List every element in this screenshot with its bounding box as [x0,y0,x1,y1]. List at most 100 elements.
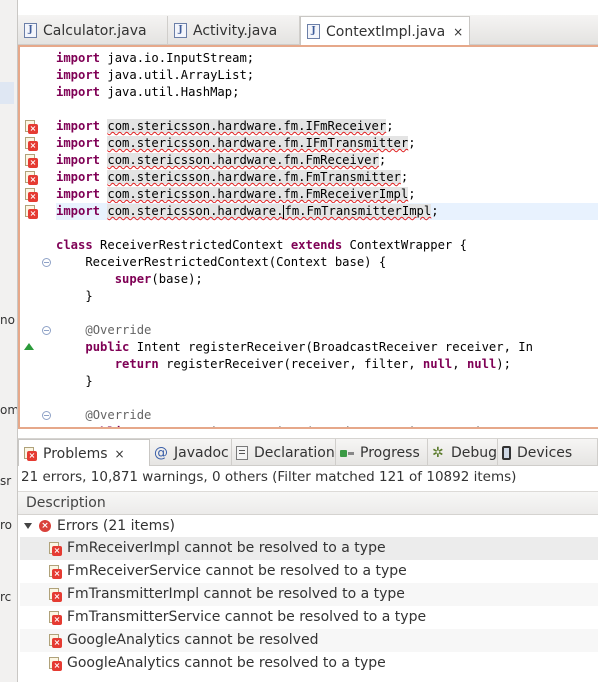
view-tab-devices[interactable]: Devices [498,439,598,467]
code-keyword: import [56,187,101,201]
problem-row[interactable]: ×GoogleAnalytics cannot be resolved [20,629,598,652]
problems-view: 21 errors, 10,871 warnings, 0 others (Fi… [18,466,598,682]
code-line[interactable]: import com.stericsson.hardware.fm.FmRece… [56,152,598,169]
fold-collapse-icon[interactable] [42,411,51,420]
error-marker-icon[interactable]: × [24,188,38,202]
code-line[interactable]: super(base); [56,271,598,288]
view-tab-javadoc[interactable]: @Javadoc [150,439,232,467]
code-line[interactable]: } [56,373,598,390]
error-marker-icon: × [48,564,62,579]
code-token: java.util.HashMap; [100,85,240,99]
view-tab-progress[interactable]: Progress [336,439,428,467]
code-token: ReceiverRestrictedContext [92,238,291,252]
device-icon [502,446,511,460]
view-tab-problems[interactable]: ×Problems× [18,439,150,467]
expand-triangle-icon[interactable] [24,523,32,529]
left-panel-fragment: no [0,313,15,327]
code-keyword: null [466,357,497,371]
code-editor[interactable]: ×××××× import java.io.InputStream;import… [18,45,598,429]
description-column-header[interactable]: Description [18,491,598,515]
left-panel-fragment: om [0,403,18,417]
tab-contextimpl-java[interactable]: J ContextImpl.java × [300,16,470,46]
error-marker-icon[interactable]: × [24,120,38,134]
view-tab-debug[interactable]: ✲ Debug [428,439,498,467]
code-line[interactable]: import com.stericsson.hardware.fm.FmTran… [56,203,598,220]
code-keyword: import [56,68,101,82]
code-line[interactable]: import java.util.HashMap; [56,84,598,101]
problem-row[interactable]: ×GoogleAnalytics cannot be resolved to a… [20,652,598,675]
close-icon[interactable]: × [114,446,125,461]
code-token: ReceiverRestrictedContext(Context base) … [56,255,387,269]
code-line[interactable]: @Override [56,322,598,339]
code-line[interactable] [56,220,598,237]
progress-icon [340,446,354,460]
code-line[interactable] [56,305,598,322]
close-icon[interactable]: × [453,24,464,39]
fold-collapse-icon[interactable] [42,258,51,267]
code-error-token: com.stericsson.hardware.fm.FmReceiver [107,153,379,167]
java-file-icon: J [24,23,37,38]
problem-row[interactable]: × FmReceiverImpl cannot be resolved to a … [20,537,598,560]
code-line[interactable] [56,101,598,118]
errors-group-label: Errors (21 items) [57,518,175,534]
error-marker-icon[interactable]: × [24,205,38,219]
code-line[interactable]: import java.io.InputStream; [56,50,598,67]
code-keyword: null [422,357,453,371]
code-line[interactable]: import com.stericsson.hardware.fm.IFmTra… [56,135,598,152]
error-marker-icon[interactable]: × [24,154,38,168]
view-tab-label: Declaration [254,445,335,461]
code-line[interactable]: import com.stericsson.hardware.fm.FmRece… [56,186,598,203]
problem-row[interactable]: ×FmTransmitterService cannot be resolved… [20,606,598,629]
problems-summary: 21 errors, 10,871 warnings, 0 others (Fi… [21,469,517,485]
error-marker-icon[interactable]: × [24,171,38,185]
code-token [56,357,115,371]
problem-row[interactable]: ×FmReceiverService cannot be resolved to… [20,560,598,583]
code-keyword: import [56,170,101,184]
left-panel-fragment: ro [0,518,13,532]
code-text[interactable]: import java.io.InputStream;import java.u… [56,50,598,427]
code-token [56,323,85,337]
left-panel-selection [0,82,14,104]
tab-calculator-java[interactable]: J Calculator.java [18,16,168,45]
editor-tab-bar: J Calculator.java J Activity.java J Cont… [18,15,598,46]
code-line[interactable]: } [56,288,598,305]
code-keyword: extends [290,238,343,252]
tab-label: Calculator.java [43,22,147,39]
code-line[interactable]: @Override [56,407,598,424]
code-line[interactable]: ReceiverRestrictedContext(Context base) … [56,254,598,271]
problem-row[interactable]: ×FmTransmitterImpl cannot be resolved to… [20,583,598,606]
code-line[interactable]: public Intent registerReceiver(Broadcast… [56,339,598,356]
code-token: ContextWrapper { [342,238,467,252]
view-tab-declaration[interactable]: Declaration [232,439,336,467]
code-line[interactable]: import com.stericsson.hardware.fm.FmTran… [56,169,598,186]
debug-icon: ✲ [432,445,444,461]
code-token: , [452,357,467,371]
code-token: Intent registerReceiver(BroadcastReceive… [129,425,533,427]
code-line[interactable]: class ReceiverRestrictedContext extends … [56,237,598,254]
code-error-token: com.stericsson.hardware.fm.FmReceiverImp… [107,187,409,201]
java-file-icon: J [307,24,320,39]
code-keyword: import [56,204,101,218]
error-marker-icon: × [48,610,62,625]
error-marker-icon: × [48,541,62,556]
code-line[interactable]: import com.stericsson.hardware.fm.IFmRec… [56,118,598,135]
code-line[interactable]: public Intent registerReceiver(Broadcast… [56,424,598,427]
code-line[interactable]: import java.util.ArrayList; [56,67,598,84]
code-line[interactable]: return registerReceiver(receiver, filter… [56,356,598,373]
code-token: ; [386,119,394,133]
tab-activity-java[interactable]: J Activity.java [168,16,300,45]
error-marker-icon[interactable]: × [24,137,38,151]
view-tab-label: Debug [450,445,497,461]
code-line[interactable] [56,390,598,407]
code-token: java.io.InputStream; [100,51,255,65]
code-error-token: com.stericsson.hardware.fm.IFmReceiver [107,119,387,133]
override-indicator-icon[interactable] [24,343,34,350]
problem-description: FmReceiverImpl cannot be resolved to a t… [67,540,386,556]
error-marker-icon: × [48,587,62,602]
error-marker-icon: × [48,633,62,648]
code-token [56,408,85,422]
fold-collapse-icon[interactable] [42,326,51,335]
errors-group-row[interactable]: × Errors (21 items) [18,515,598,537]
code-token: java.util.ArrayList; [100,68,255,82]
